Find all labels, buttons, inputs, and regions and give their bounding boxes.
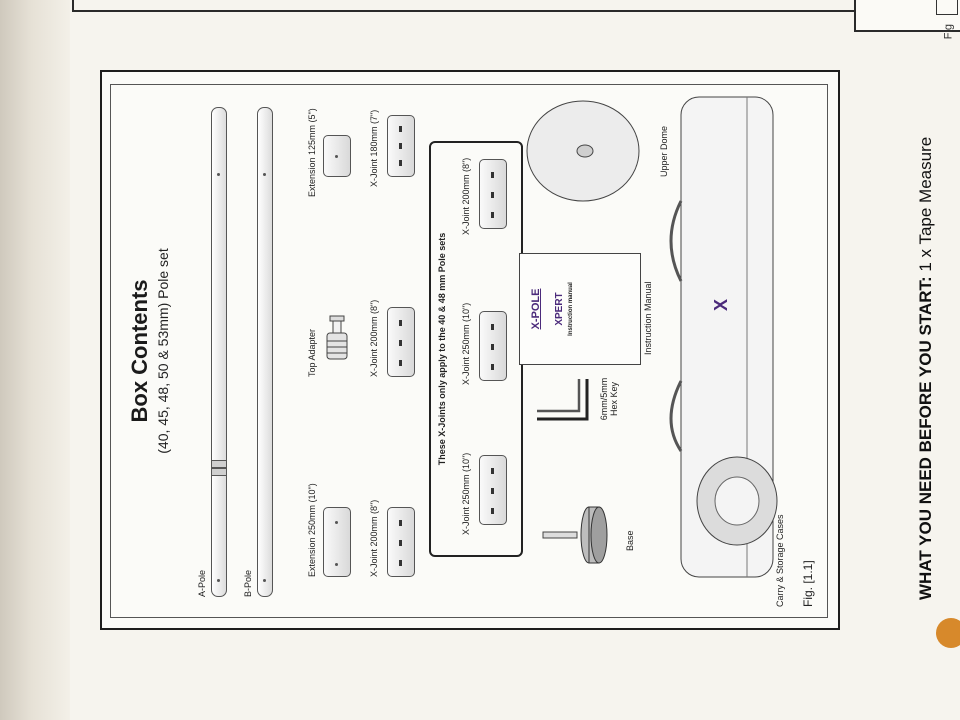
xjoint-250-a (479, 455, 507, 525)
hex-key-label: 6mm/5mm Hex Key (599, 377, 619, 421)
xjoint-200-a (387, 507, 415, 577)
b-pole-label: B-Pole (243, 569, 253, 597)
top-adapter-label: Top Adapter (307, 328, 317, 377)
page-subtitle: (40, 45, 48, 50 & 53mm) Pole set (155, 248, 171, 454)
extension-125-label: Extension 125mm (5") (307, 108, 317, 197)
figure-label: Fig. [1.1] (801, 560, 815, 607)
previous-figure-frame (72, 0, 856, 12)
instruction-manual-cover: X-POLE XPERT Instruction manual (519, 253, 641, 365)
hex-key-icon (537, 379, 589, 421)
manual-product: XPERT (554, 292, 565, 326)
base-icon (542, 506, 608, 564)
prerequisite-heading: WHAT YOU NEED BEFORE YOU START: (916, 276, 935, 600)
svg-text:X: X (711, 299, 731, 311)
extension-125 (323, 135, 351, 177)
next-figure-tab: Fig (854, 0, 960, 39)
page-curl-shadow (0, 0, 70, 720)
manual-logo: X-POLE (530, 288, 542, 330)
carry-case-label: Carry & Storage Cases (775, 514, 785, 607)
xjoint-note-box: These X-Joints only apply to the 40 & 48… (429, 141, 523, 557)
xjoint-180 (387, 115, 415, 177)
upper-dome-icon (526, 100, 640, 202)
box-contents-frame: Box Contents (40, 45, 48, 50 & 53mm) Pol… (100, 70, 840, 630)
manual-subtitle: Instruction manual (568, 282, 574, 336)
carry-case-icon: X (669, 96, 778, 578)
prerequisite-item: 1 x Tape Measure (916, 136, 935, 277)
page-title: Box Contents (127, 279, 152, 423)
xjoint-200-label-b: X-Joint 200mm (8") (369, 299, 379, 377)
xjoint-180-label: X-Joint 180mm (7") (369, 109, 379, 187)
instruction-manual-label: Instruction Manual (643, 281, 653, 355)
tip-bullet-icon (936, 618, 960, 648)
xjoint-note: These X-Joints only apply to the 40 & 48… (437, 232, 447, 466)
extension-250-label: Extension 250mm (10") (307, 483, 317, 577)
next-figure-box (936, 0, 958, 15)
box-contents-page: Box Contents (40, 45, 48, 50 & 53mm) Pol… (100, 70, 860, 630)
prerequisite-line: WHAT YOU NEED BEFORE YOU START: 1 x Tape… (916, 137, 936, 600)
top-adapter-icon (326, 315, 348, 360)
base-label: Base (625, 530, 635, 551)
xjoint-250-label-b: X-Joint 250mm (10") (461, 302, 471, 385)
a-pole (211, 107, 227, 597)
extension-250 (323, 507, 351, 577)
box-contents-inner-frame: Box Contents (40, 45, 48, 50 & 53mm) Pol… (110, 84, 828, 618)
xjoint-200-label-a: X-Joint 200mm (8") (369, 499, 379, 577)
xjoint-200-c (479, 159, 507, 229)
a-pole-label: A-Pole (197, 569, 207, 597)
xjoint-200-label-c: X-Joint 200mm (8") (461, 157, 471, 235)
xjoint-200-b (387, 307, 415, 377)
xjoint-250-b (479, 311, 507, 381)
xjoint-250-label-a: X-Joint 250mm (10") (461, 452, 471, 535)
next-figure-label: Fig (942, 24, 954, 40)
b-pole (257, 107, 273, 597)
